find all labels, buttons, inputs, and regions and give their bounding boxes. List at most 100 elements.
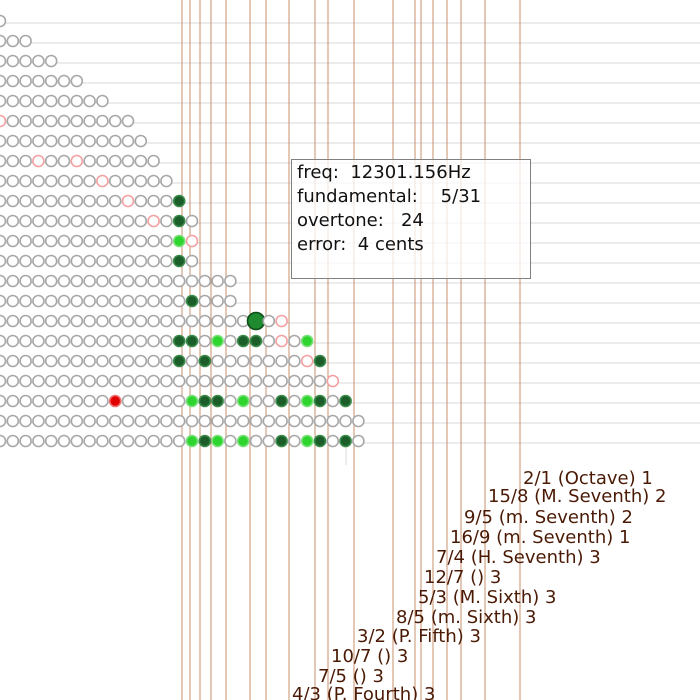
overtone-dot[interactable] [19, 94, 32, 108]
overtone-dot[interactable] [0, 54, 7, 68]
overtone-dot[interactable] [288, 394, 301, 408]
overtone-dot[interactable] [96, 274, 109, 288]
overtone-dot[interactable] [185, 254, 199, 268]
overtone-dot[interactable] [83, 94, 96, 108]
overtone-dot[interactable] [44, 134, 58, 148]
overtone-dot[interactable] [57, 234, 71, 248]
overtone-dot[interactable] [300, 414, 314, 428]
overtone-dot[interactable] [147, 394, 160, 408]
matched-overtone-dot[interactable] [300, 434, 314, 448]
matched-overtone-dot[interactable] [313, 394, 327, 408]
overtone-dot[interactable] [160, 234, 173, 248]
overtone-dot[interactable] [108, 194, 122, 208]
overtone-dot[interactable] [6, 314, 20, 328]
overtone-dot[interactable] [224, 354, 237, 368]
overtone-dot[interactable] [57, 354, 71, 368]
overtone-dot[interactable] [198, 274, 212, 288]
overtone-dot[interactable] [0, 414, 7, 428]
overtone-dot[interactable] [96, 374, 109, 388]
overtone-dot[interactable] [19, 174, 32, 188]
overtone-dot[interactable] [19, 74, 32, 88]
overtone-dot[interactable] [134, 154, 148, 168]
overtone-dot[interactable] [44, 294, 58, 308]
overtone-dot[interactable] [6, 194, 20, 208]
overtone-dot[interactable] [121, 174, 135, 188]
overtone-dot[interactable] [6, 254, 20, 268]
overtone-dot[interactable] [211, 414, 224, 428]
overtone-dot[interactable] [160, 434, 173, 448]
overtone-dot[interactable] [83, 434, 96, 448]
overtone-dot[interactable] [313, 414, 327, 428]
overtone-dot[interactable] [249, 354, 263, 368]
overtone-dot[interactable] [224, 274, 237, 288]
overtone-dot[interactable] [121, 354, 135, 368]
overtone-dot[interactable] [147, 294, 160, 308]
overtone-dot[interactable] [198, 294, 212, 308]
overtone-dot[interactable] [288, 354, 301, 368]
overtone-dot[interactable] [96, 114, 109, 128]
overtone-dot[interactable] [121, 274, 135, 288]
overtone-dot[interactable] [70, 394, 84, 408]
overtone-dot[interactable] [57, 414, 71, 428]
overtone-dot[interactable] [19, 214, 32, 228]
overtone-dot[interactable] [83, 194, 96, 208]
overtone-dot[interactable] [262, 434, 276, 448]
matched-overtone-dot[interactable] [249, 334, 263, 348]
overtone-dot[interactable] [32, 194, 45, 208]
overtone-dot[interactable] [32, 414, 45, 428]
overtone-dot[interactable] [83, 174, 96, 188]
overtone-dot[interactable] [32, 254, 45, 268]
overtone-dot[interactable] [70, 374, 84, 388]
overtone-dot[interactable] [262, 394, 276, 408]
matched-overtone-dot[interactable] [172, 354, 186, 368]
overtone-dot[interactable] [121, 214, 135, 228]
overtone-dot[interactable] [70, 314, 84, 328]
overtone-dot[interactable] [32, 394, 45, 408]
dissonant-overtone-dot[interactable] [300, 354, 314, 368]
overtone-dot[interactable] [57, 434, 71, 448]
overtone-dot[interactable] [185, 314, 199, 328]
overtone-dot[interactable] [108, 414, 122, 428]
overtone-dot[interactable] [44, 354, 58, 368]
matched-overtone-dot[interactable] [300, 394, 314, 408]
overtone-dot[interactable] [198, 314, 212, 328]
overtone-dot[interactable] [108, 214, 122, 228]
overtone-dot[interactable] [172, 274, 186, 288]
overtone-dot[interactable] [70, 294, 84, 308]
overtone-dot[interactable] [57, 274, 71, 288]
overtone-dot[interactable] [185, 214, 199, 228]
selected-overtone-dot[interactable] [246, 311, 266, 331]
overtone-dot[interactable] [83, 314, 96, 328]
overtone-dot[interactable] [185, 414, 199, 428]
overtone-dot[interactable] [96, 254, 109, 268]
overtone-dot[interactable] [19, 374, 32, 388]
overtone-dot[interactable] [0, 174, 7, 188]
overtone-dot[interactable] [211, 354, 224, 368]
overtone-dot[interactable] [0, 94, 7, 108]
overtone-dot[interactable] [0, 74, 7, 88]
overtone-dot[interactable] [19, 114, 32, 128]
overtone-dot[interactable] [70, 234, 84, 248]
overtone-dot[interactable] [160, 194, 173, 208]
overtone-dot[interactable] [19, 354, 32, 368]
overtone-dot[interactable] [198, 414, 212, 428]
overtone-dot[interactable] [172, 434, 186, 448]
overtone-dot[interactable] [134, 434, 148, 448]
matched-overtone-dot[interactable] [172, 214, 186, 228]
overtone-dot[interactable] [108, 274, 122, 288]
matched-overtone-dot[interactable] [172, 254, 186, 268]
overtone-dot[interactable] [83, 394, 96, 408]
overtone-dot[interactable] [108, 354, 122, 368]
overtone-dot[interactable] [19, 234, 32, 248]
overtone-dot[interactable] [326, 394, 340, 408]
overtone-dot[interactable] [32, 314, 45, 328]
overtone-dot[interactable] [19, 54, 32, 68]
overtone-dot[interactable] [288, 434, 301, 448]
overtone-dot[interactable] [44, 154, 58, 168]
overtone-dot[interactable] [249, 394, 263, 408]
overtone-dot[interactable] [32, 74, 45, 88]
overtone-dot[interactable] [160, 394, 173, 408]
overtone-dot[interactable] [134, 194, 148, 208]
overtone-dot[interactable] [96, 294, 109, 308]
overtone-dot[interactable] [121, 394, 135, 408]
